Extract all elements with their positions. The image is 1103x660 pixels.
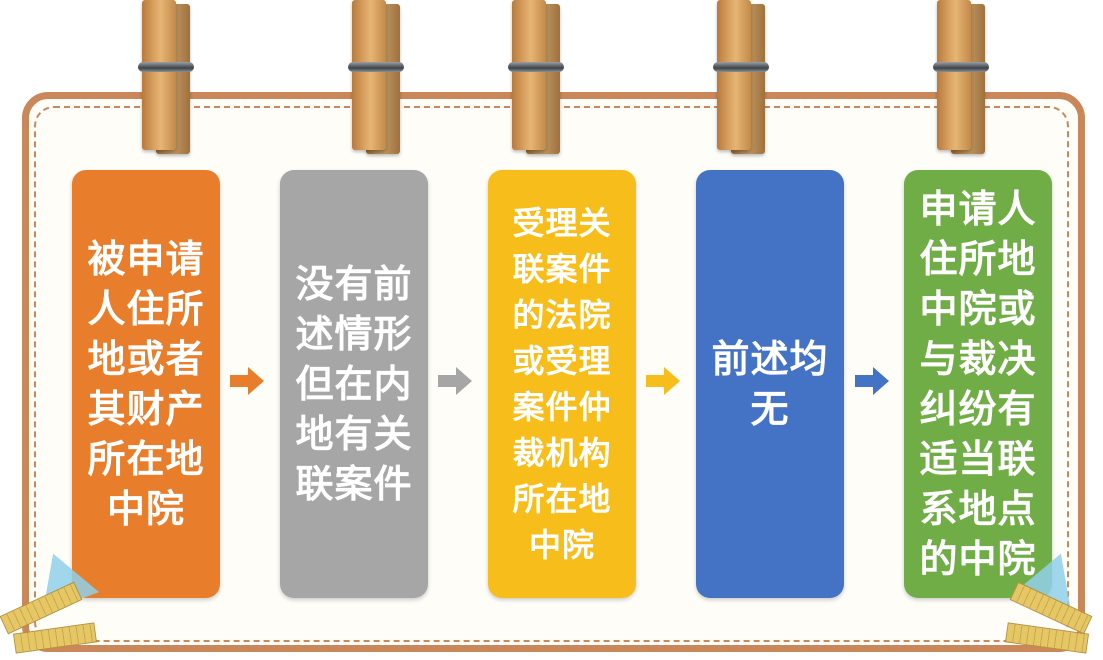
clothespin-icon	[508, 0, 564, 154]
step-text-4: 前述均无	[711, 336, 829, 431]
clothespin-icon	[713, 0, 769, 154]
step-box-5: 申请人住所地中院或与裁决纠纷有适当联系地点的中院	[904, 170, 1052, 598]
step-box-1: 被申请人住所地或者其财产所在地中院	[72, 170, 220, 598]
arrow-right-icon	[230, 366, 264, 396]
step-text-5: 申请人住所地中院或与裁决纠纷有适当联系地点的中院	[919, 186, 1037, 581]
clothespin-icon	[348, 0, 404, 154]
arrow-right-icon	[438, 366, 472, 396]
clothespin-icon	[933, 0, 989, 154]
step-text-3: 受理关联案件的法院或受理案件仲裁机构所在地中院	[512, 204, 612, 564]
step-text-1: 被申请人住所地或者其财产所在地中院	[87, 236, 205, 531]
clothespin-icon	[138, 0, 194, 154]
step-box-2: 没有前述情形但在内地有关联案件	[280, 170, 428, 598]
arrow-right-icon	[855, 366, 889, 396]
step-text-2: 没有前述情形但在内地有关联案件	[295, 261, 413, 506]
step-box-4: 前述均无	[696, 170, 844, 598]
arrow-right-icon	[646, 366, 680, 396]
step-box-3: 受理关联案件的法院或受理案件仲裁机构所在地中院	[488, 170, 636, 598]
